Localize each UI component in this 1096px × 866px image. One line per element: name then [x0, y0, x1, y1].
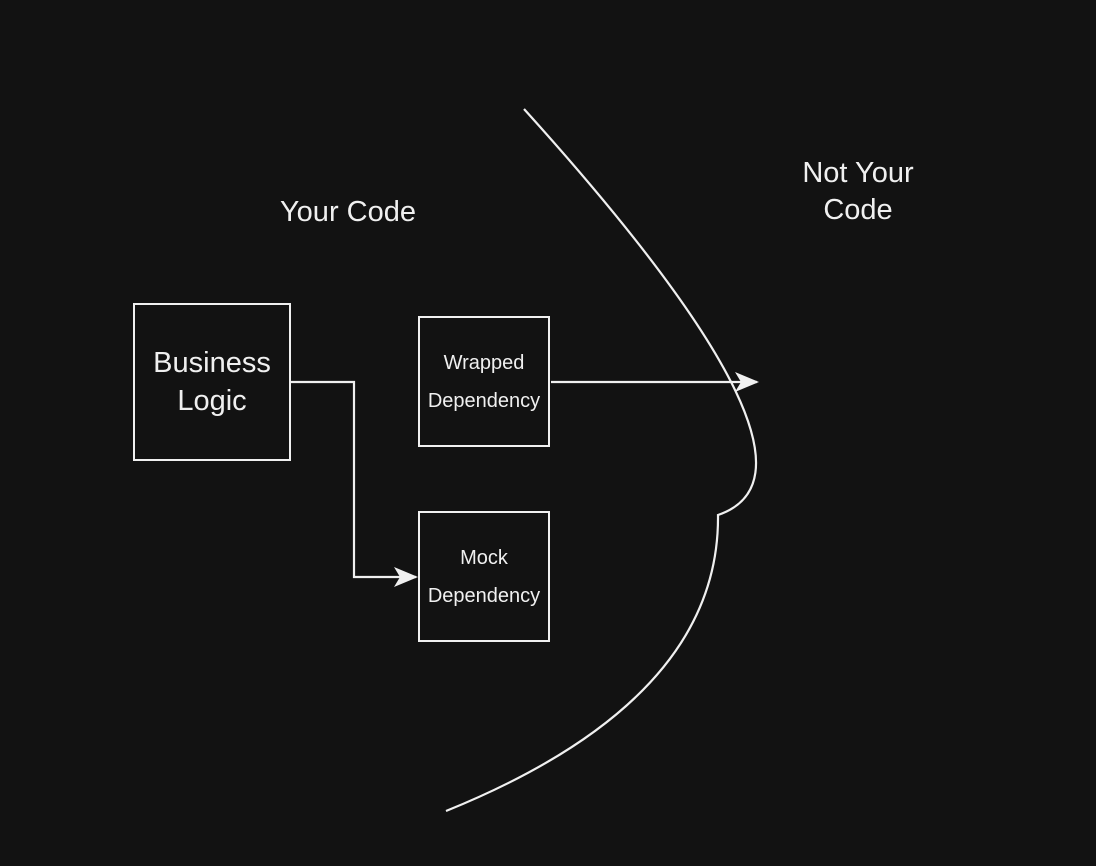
not-your-code-label: Not Your Code [758, 155, 958, 229]
not-your-code-label-line1: Not Your [802, 157, 914, 189]
connector-business-to-mock [291, 380, 418, 587]
business-logic-node: Business Logic [133, 303, 291, 461]
wrapped-dependency-line1: Wrapped [443, 351, 525, 374]
wrapped-dependency-node: Wrapped Dependency [418, 316, 550, 447]
business-logic-line1: Business [153, 347, 271, 379]
mock-dependency-line2: Dependency [427, 584, 541, 607]
business-logic-line2: Logic [177, 385, 247, 417]
mock-dependency-node: Mock Dependency [418, 511, 550, 642]
mock-dependency-line1: Mock [460, 546, 508, 569]
your-code-label: Your Code [248, 194, 448, 231]
wrapped-dependency-line2: Dependency [427, 389, 541, 412]
code-boundary-curve [445, 108, 758, 813]
your-code-label-text: Your Code [280, 196, 416, 228]
not-your-code-label-line2: Code [823, 194, 893, 226]
